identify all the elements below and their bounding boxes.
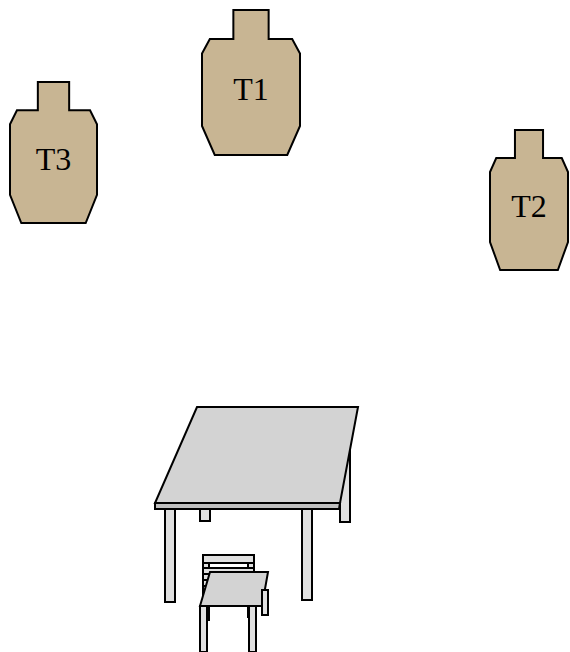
target-shape — [490, 130, 568, 270]
target-label: T3 — [10, 143, 97, 175]
target-shape — [10, 82, 97, 223]
chair-leg — [249, 606, 256, 652]
table-leg — [302, 509, 312, 600]
target-label: T2 — [490, 190, 568, 222]
target-silhouette: T1 — [202, 10, 300, 155]
target-silhouette: T2 — [490, 130, 568, 270]
target-silhouette: T3 — [10, 82, 97, 223]
target-shape — [202, 10, 300, 155]
chair-slat — [203, 555, 254, 563]
chair-seat — [200, 572, 268, 606]
table-leg — [165, 509, 175, 602]
chair-leg — [262, 590, 268, 615]
chair-leg — [200, 606, 207, 652]
table-top — [155, 407, 358, 503]
target-label: T1 — [202, 73, 300, 105]
